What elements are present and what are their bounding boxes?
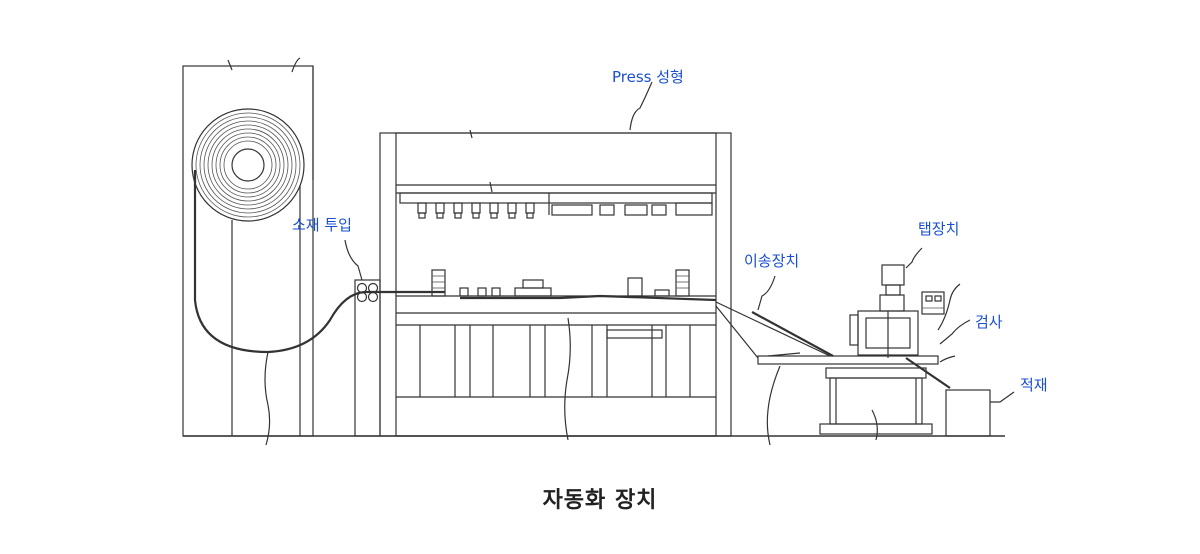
diagram-caption: 자동화 장치	[542, 488, 658, 513]
material-coil	[191, 108, 305, 222]
label-inspection: 검사	[975, 313, 1003, 331]
leader-inspect-arm	[937, 283, 961, 331]
leader-stack	[990, 391, 1015, 403]
leader-table	[871, 409, 878, 441]
feed-roller-unit	[354, 279, 381, 437]
leader-table-2	[939, 355, 956, 363]
leader-transfer-base	[766, 365, 781, 446]
lower-die	[396, 269, 716, 398]
press-frame	[379, 129, 732, 437]
leader-feed	[344, 239, 363, 281]
upper-die	[417, 202, 713, 219]
leader-coil	[264, 351, 271, 446]
label-press-forming: Press 성형	[612, 68, 684, 86]
label-material-feed: 소재 투입	[292, 216, 352, 234]
leader-tap	[905, 247, 923, 269]
label-tapping-unit: 탭장치	[918, 220, 960, 238]
leader-inspect	[939, 319, 971, 345]
leader-press	[629, 81, 653, 131]
transfer-unit	[715, 301, 939, 365]
tapping-unit	[849, 264, 945, 358]
leader-press-base	[564, 317, 571, 441]
inspection-table	[819, 357, 951, 435]
material-strip	[193, 170, 420, 354]
stacking-box	[945, 389, 991, 437]
coil-feeder	[182, 57, 314, 437]
strip-in-press	[420, 290, 717, 302]
label-stacking: 적재	[1020, 376, 1048, 394]
leader-transfer	[757, 275, 776, 311]
label-transfer-unit: 이송장치	[744, 252, 800, 270]
